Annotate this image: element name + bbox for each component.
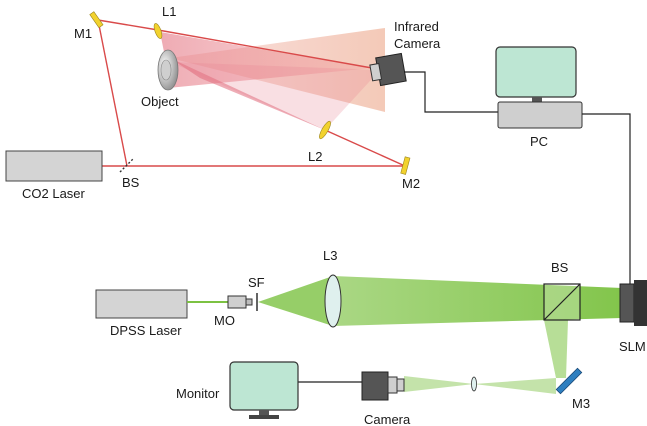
- l3-label: L3: [323, 248, 337, 263]
- l2-reference-fan-2: [170, 62, 380, 130]
- bs-bottom-label: BS: [551, 260, 569, 275]
- l2-reference-fan: [170, 58, 325, 130]
- l1-label: L1: [162, 4, 176, 19]
- l2-label: L2: [308, 149, 322, 164]
- dpss-laser-label: DPSS Laser: [110, 323, 182, 338]
- diverging-beam: [258, 276, 333, 326]
- imaging-lens: [471, 376, 477, 392]
- pc-base: [497, 101, 583, 129]
- m3-label: M3: [572, 396, 590, 411]
- l2-lens: [319, 120, 331, 140]
- holo-setup: DPSS Laser MO SF L3 BS SLM M3: [95, 248, 647, 426]
- infrared-camera: [369, 52, 407, 87]
- slm: [619, 280, 647, 326]
- microscope-objective: [227, 295, 253, 309]
- m3-mirror: [555, 367, 583, 395]
- m1-mirror: [89, 11, 104, 29]
- monitor-label: Monitor: [176, 386, 220, 401]
- focus-beam-right: [404, 376, 474, 392]
- bs-cube: [543, 283, 581, 321]
- l1-illumination-fan: [160, 32, 372, 88]
- pc: PC: [495, 46, 583, 149]
- mo-label: MO: [214, 313, 235, 328]
- object-label: Object: [141, 94, 179, 109]
- m1-label: M1: [74, 26, 92, 41]
- camera-pc-cable: [404, 71, 500, 113]
- sf-label: SF: [248, 275, 265, 290]
- m2-label: M2: [402, 176, 420, 191]
- dpss-laser: [95, 289, 188, 319]
- object-highlight: [160, 59, 172, 81]
- bs-top-label: BS: [122, 175, 140, 190]
- infrared-camera-label-2: Camera: [394, 36, 441, 51]
- ir-setup: CO2 Laser BS M1 L1 Object L2 M2 Infrared…: [5, 4, 500, 201]
- pc-slm-cable: [582, 113, 631, 288]
- pc-monitor: [495, 46, 577, 98]
- pc-monitor-stand: [532, 97, 542, 102]
- infrared-camera-label-1: Infrared: [394, 19, 439, 34]
- reflected-beam-down: [544, 320, 568, 378]
- co2-beam-path: [97, 19, 406, 167]
- co2-laser: [5, 150, 103, 182]
- l3-lens: [324, 274, 342, 328]
- camera-label: Camera: [364, 412, 411, 426]
- camera: [361, 371, 405, 401]
- focus-beam-left: [474, 378, 556, 394]
- monitor: [229, 361, 299, 419]
- slm-label: SLM: [619, 339, 646, 354]
- l1-lens: [153, 23, 163, 39]
- bs-top-splitter: [119, 157, 135, 173]
- co2-laser-label: CO2 Laser: [22, 186, 86, 201]
- pc-label: PC: [530, 134, 548, 149]
- m2-mirror: [400, 156, 411, 175]
